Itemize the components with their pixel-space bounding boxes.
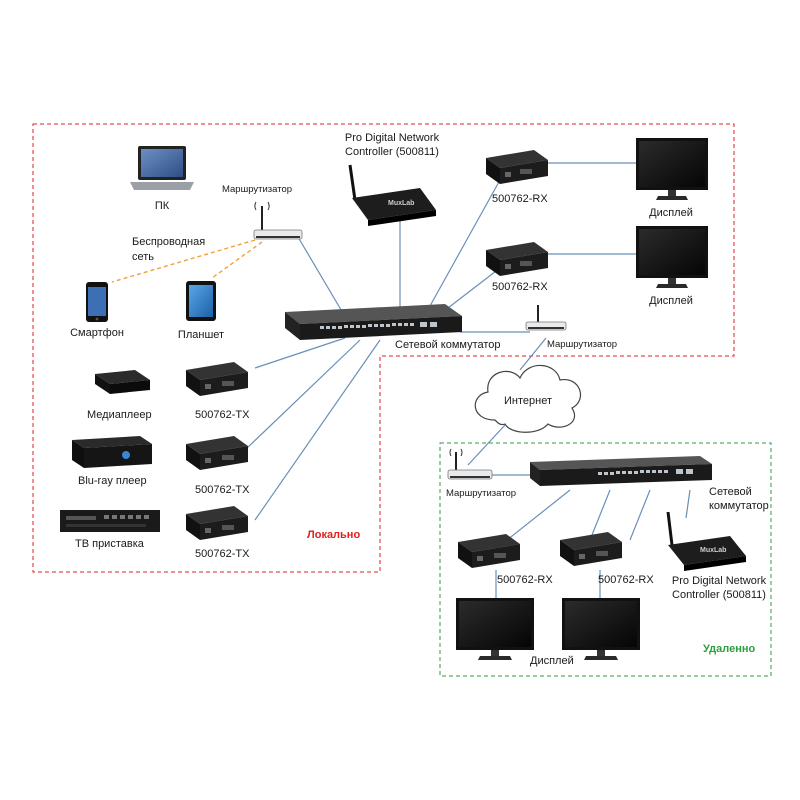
wifi-router-icon bbox=[525, 305, 567, 331]
video-extender-icon bbox=[486, 242, 548, 276]
video-extender-icon bbox=[186, 506, 248, 540]
local-zone-border bbox=[32, 123, 735, 573]
video-extender-icon bbox=[186, 362, 248, 396]
controller-remote-label: Pro Digital Network Controller (500811) bbox=[671, 575, 767, 601]
monitor-icon bbox=[562, 598, 640, 660]
svg-text:MuxLab: MuxLab bbox=[388, 200, 414, 207]
switch-local-label: Сетевой коммутатор bbox=[395, 339, 501, 351]
display1-label: Дисплей bbox=[649, 207, 693, 219]
local-zone-tag: Локально bbox=[307, 529, 361, 541]
tx1-label: 500762-TX bbox=[195, 409, 250, 421]
media-player-icon bbox=[95, 370, 150, 394]
laptop-icon bbox=[130, 146, 194, 190]
cloud-icon bbox=[474, 364, 582, 433]
network-switch-icon bbox=[530, 456, 712, 486]
bluray-label: Blu-ray плеер bbox=[78, 475, 147, 487]
media-player-label: Медиаплеер bbox=[87, 409, 152, 421]
video-extender-icon bbox=[458, 534, 520, 568]
network-switch-icon bbox=[285, 304, 462, 340]
controller-local-label: Pro Digital Network Controller (500811) bbox=[344, 132, 440, 158]
wireless-links bbox=[111, 239, 263, 283]
wires-remote bbox=[467, 337, 691, 600]
smartphone-icon bbox=[86, 282, 108, 322]
rx2-label: 500762-RX bbox=[492, 281, 548, 293]
router-uplink-label: Маршрутизатор bbox=[547, 339, 618, 350]
monitor-icon bbox=[636, 226, 708, 288]
tablet-icon bbox=[186, 281, 216, 321]
rx3-label: 500762-RX bbox=[497, 574, 553, 586]
display-remote-label: Дисплей bbox=[530, 655, 574, 667]
network-controller-icon: MuxLab bbox=[666, 511, 746, 571]
pc-label: ПК bbox=[154, 200, 170, 212]
smartphone-label: Смартфон bbox=[70, 327, 124, 339]
rx4-label: 500762-RX bbox=[598, 574, 654, 586]
monitor-icon bbox=[636, 138, 708, 200]
bluray-player-icon bbox=[72, 436, 152, 468]
network-controller-icon: MuxLab bbox=[348, 164, 436, 226]
tv-box-label: ТВ приставка bbox=[75, 538, 144, 550]
video-extender-icon bbox=[186, 436, 248, 470]
tx2-label: 500762-TX bbox=[195, 484, 250, 496]
display2-label: Дисплей bbox=[649, 295, 693, 307]
video-extender-icon bbox=[560, 532, 622, 566]
video-extender-icon bbox=[486, 150, 548, 184]
remote-zone-tag: Удаленно bbox=[703, 643, 756, 655]
wifi-router-icon bbox=[253, 201, 303, 240]
tx3-label: 500762-TX bbox=[195, 548, 250, 560]
rx1-label: 500762-RX bbox=[492, 193, 548, 205]
monitor-icon bbox=[456, 598, 534, 660]
internet-label: Интернет bbox=[504, 395, 552, 407]
svg-text:MuxLab: MuxLab bbox=[700, 547, 726, 554]
switch-remote-label: Сетевой коммутатор bbox=[709, 486, 769, 512]
wifi-router-icon bbox=[447, 448, 493, 480]
router-local-label: Маршрутизатор bbox=[222, 184, 293, 195]
wireless-network-label: Беспроводная сеть bbox=[132, 236, 206, 263]
router-remote-label: Маршрутизатор bbox=[446, 488, 517, 499]
tv-box-icon bbox=[60, 510, 160, 532]
remote-zone-border bbox=[439, 442, 772, 677]
tablet-label: Планшет bbox=[177, 329, 225, 341]
